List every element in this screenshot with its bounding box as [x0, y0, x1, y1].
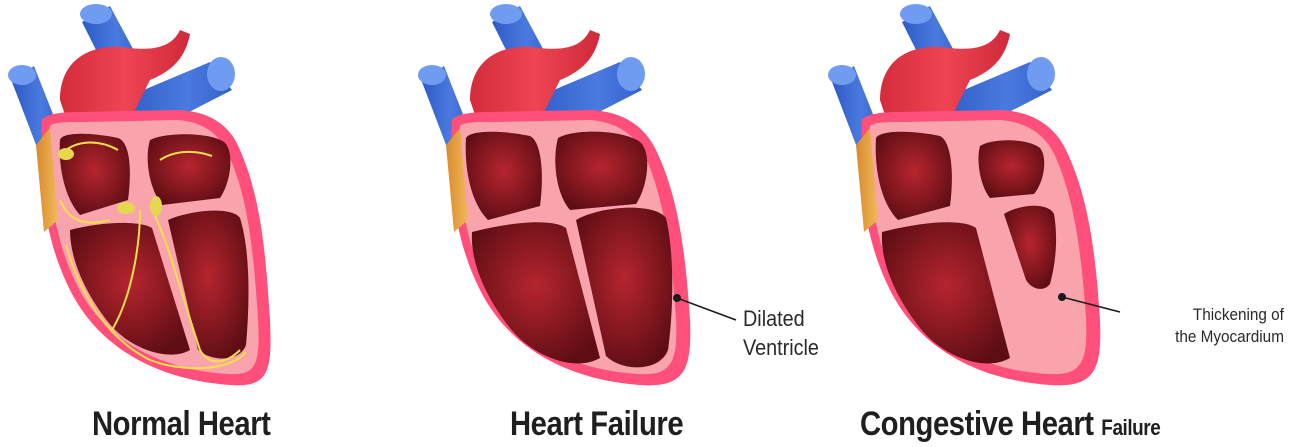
- congestive-heart-failure-panel: Thickening of the Myocardium Congestive …: [820, 0, 1294, 447]
- his-bundle: [150, 196, 162, 216]
- caption-small-text: Failure: [1101, 415, 1160, 440]
- caption-normal-heart: Normal Heart: [92, 405, 270, 444]
- annotation-line-2: Ventricle: [743, 333, 819, 362]
- left-atrium: [148, 134, 231, 205]
- caption-main-text: Normal Heart: [92, 405, 270, 443]
- heart-failure-panel: Dilated Ventricle Heart Failure: [410, 0, 850, 447]
- av-node: [117, 202, 135, 214]
- caption-main-text: Congestive Heart: [860, 405, 1094, 443]
- annotation-line-1: Dilated: [743, 304, 819, 333]
- annotation-line-1: Thickening of: [1175, 304, 1284, 326]
- small-left-atrium: [978, 140, 1044, 198]
- caption-main-text: Heart Failure: [510, 405, 683, 443]
- left-atrium: [555, 132, 647, 210]
- normal-heart-panel: Normal Heart: [0, 0, 420, 447]
- caption-congestive-heart-failure: Congestive Heart Failure: [860, 405, 1160, 444]
- caption-heart-failure: Heart Failure: [510, 405, 683, 444]
- annotation-dilated-ventricle: Dilated Ventricle: [743, 304, 819, 362]
- sa-node: [58, 148, 74, 160]
- annotation-line-2: the Myocardium: [1175, 326, 1284, 348]
- annotation-thickening-myocardium: Thickening of the Myocardium: [1175, 304, 1284, 348]
- normal-heart-illustration: [0, 0, 420, 400]
